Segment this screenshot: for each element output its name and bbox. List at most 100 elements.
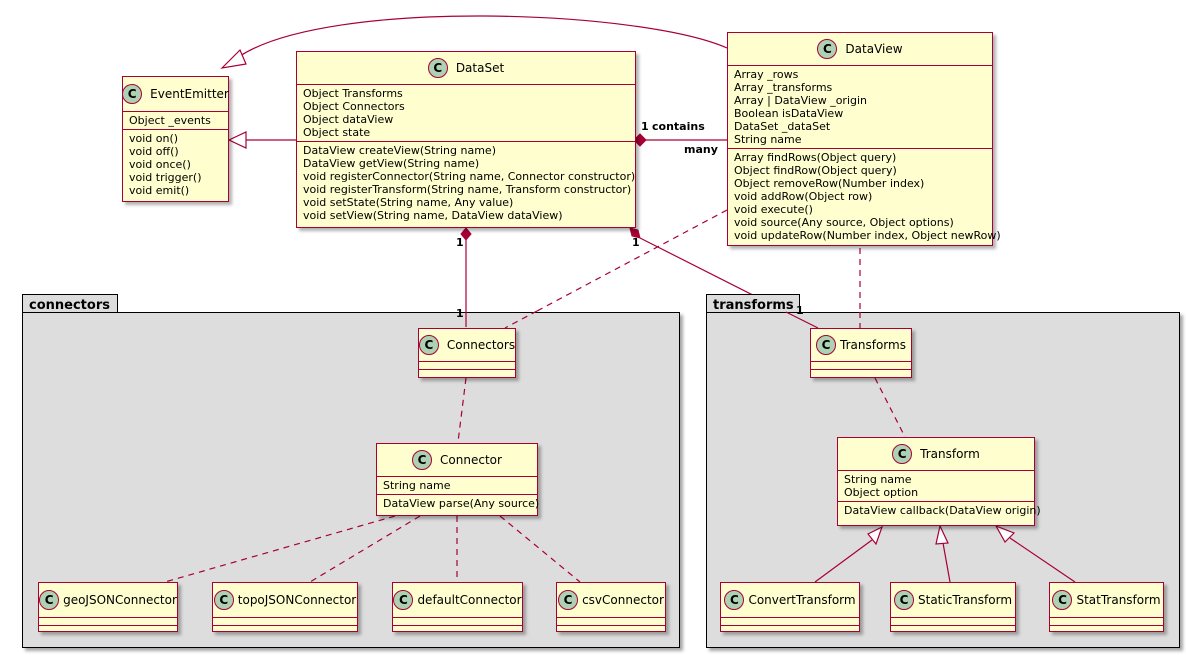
class-name: Transforms bbox=[840, 338, 906, 352]
method: void execute() bbox=[734, 203, 813, 216]
attribute: Boolean isDataView bbox=[734, 107, 844, 120]
method: DataView createView(String name) bbox=[303, 144, 496, 157]
class-defaultconnector[interactable]: C defaultConnector bbox=[392, 582, 523, 632]
class-methods bbox=[721, 625, 859, 631]
class-name: topoJSONConnector bbox=[237, 593, 357, 607]
class-topojsonconnector[interactable]: C topoJSONConnector bbox=[212, 582, 358, 632]
class-header: C Transforms bbox=[811, 329, 911, 361]
class-attributes bbox=[393, 617, 522, 625]
relation-multiplicity: 1 bbox=[632, 236, 640, 249]
dataview-connectors-dependency-edge bbox=[504, 209, 728, 329]
class-header: C Transform bbox=[838, 438, 1034, 470]
class-name: ConvertTransform bbox=[748, 593, 856, 607]
class-dataview[interactable]: C DataView Array _rows Array _transforms… bbox=[727, 32, 1001, 246]
method: void source(Any source, Object options) bbox=[734, 216, 954, 229]
attribute: String name bbox=[383, 479, 451, 492]
method: void updateRow(Number index, Object newR… bbox=[734, 229, 1001, 242]
attribute: Array | DataView _origin bbox=[734, 94, 868, 107]
class-methods: DataView createView(String name) DataVie… bbox=[297, 141, 635, 224]
class-methods bbox=[557, 625, 665, 631]
class-header: C topoJSONConnector bbox=[213, 583, 357, 617]
method: void off() bbox=[129, 145, 179, 158]
class-icon: C bbox=[892, 444, 913, 464]
class-transforms[interactable]: C Transforms bbox=[810, 328, 912, 378]
class-geojsonconnector[interactable]: C geoJSONConnector bbox=[38, 582, 178, 632]
class-dataset[interactable]: C DataSet Object Transforms Object Conne… bbox=[296, 51, 636, 228]
class-attributes: Array _rows Array _transforms Array | Da… bbox=[728, 65, 992, 148]
class-connector[interactable]: C Connector String name DataView parse(A… bbox=[376, 443, 540, 516]
class-name: StatTransform bbox=[1076, 593, 1161, 607]
method: Object findRow(Object query) bbox=[734, 164, 897, 177]
dataset-transforms-edge-inner bbox=[785, 311, 819, 329]
class-methods bbox=[891, 625, 1015, 631]
relation-multiplicity: many bbox=[684, 143, 718, 156]
attribute: String name bbox=[734, 133, 802, 146]
class-header: C geoJSONConnector bbox=[39, 583, 177, 617]
class-attributes: Object Transforms Object Connectors Obje… bbox=[297, 84, 635, 141]
class-methods bbox=[811, 369, 911, 377]
dataview-extends-eventemitter-edge bbox=[239, 15, 728, 57]
class-name: Connector bbox=[440, 453, 502, 467]
class-attributes bbox=[811, 361, 911, 369]
class-attributes bbox=[1050, 617, 1163, 625]
attribute: Object _events bbox=[129, 114, 211, 127]
class-icon: C bbox=[213, 590, 234, 610]
dataset-dataview-diamond bbox=[633, 133, 647, 147]
class-name: EventEmitter bbox=[150, 87, 229, 101]
attribute: Object Connectors bbox=[303, 100, 405, 113]
class-attributes bbox=[721, 617, 859, 625]
attribute: Array _transforms bbox=[734, 81, 833, 94]
method: void setView(String name, DataView dataV… bbox=[303, 209, 563, 222]
class-header: C DataView bbox=[728, 33, 992, 65]
dataset-connectors-diamond bbox=[460, 227, 472, 241]
method: void registerConnector(String name, Conn… bbox=[303, 170, 636, 183]
package-tab-connectors: connectors bbox=[22, 294, 118, 313]
dataview-connectors-edge-inner bbox=[504, 310, 538, 329]
class-name: DataSet bbox=[455, 61, 505, 75]
class-methods: void on() void off() void once() void tr… bbox=[123, 129, 228, 199]
class-name: defaultConnector bbox=[417, 593, 522, 607]
class-icon: C bbox=[724, 590, 745, 610]
class-stattransform[interactable]: C StatTransform bbox=[1049, 582, 1164, 632]
class-attributes bbox=[557, 617, 665, 625]
class-header: C Connectors bbox=[418, 329, 515, 361]
class-attributes: String name Object option bbox=[838, 470, 1034, 501]
class-header: C DataSet bbox=[297, 52, 635, 84]
method: void addRow(Object row) bbox=[734, 190, 873, 203]
class-attributes: String name bbox=[377, 476, 537, 494]
class-transform[interactable]: C Transform String name Object option Da… bbox=[837, 437, 1041, 526]
class-methods bbox=[213, 625, 357, 631]
class-icon: C bbox=[427, 58, 448, 78]
class-header: C Connector bbox=[377, 444, 537, 476]
class-header: C StatTransform bbox=[1050, 583, 1163, 617]
method: DataView parse(Any source) bbox=[383, 497, 540, 510]
connector-topojson-edge-inner bbox=[309, 515, 421, 583]
method: DataView getView(String name) bbox=[303, 157, 480, 170]
connectors-connector-edge-inner bbox=[457, 377, 467, 443]
relation-role-label: contains bbox=[652, 120, 705, 133]
class-csvconnector[interactable]: C csvConnector bbox=[556, 582, 666, 632]
class-icon: C bbox=[418, 335, 439, 355]
class-header: C ConvertTransform bbox=[721, 583, 859, 617]
attribute: Object Transforms bbox=[303, 87, 403, 100]
class-header: C EventEmitter bbox=[122, 77, 229, 111]
class-icon: C bbox=[894, 590, 914, 610]
method: void on() bbox=[129, 132, 179, 145]
class-icon: C bbox=[393, 590, 414, 610]
class-converttransform[interactable]: C ConvertTransform bbox=[720, 582, 860, 632]
method: Array findRows(Object query) bbox=[734, 151, 897, 164]
static-inherit-arrow-inner bbox=[935, 524, 949, 545]
eventemitter-inherit-arrow-side bbox=[227, 131, 247, 149]
class-connectors[interactable]: C Connectors bbox=[418, 328, 516, 378]
stat-inherit-arrow-inner bbox=[994, 524, 1016, 543]
class-statictransform[interactable]: C StaticTransform bbox=[890, 582, 1016, 632]
static-transform-edge-inner bbox=[942, 542, 951, 583]
attribute: Object state bbox=[303, 126, 371, 139]
class-eventemitter[interactable]: C EventEmitter Object _events void on() … bbox=[122, 76, 229, 202]
eventemitter-inherit-arrow-top bbox=[220, 48, 247, 69]
convert-inherit-arrow-inner bbox=[867, 525, 884, 546]
class-methods bbox=[39, 625, 177, 631]
method: DataView callback(DataView origin) bbox=[844, 504, 1041, 517]
method: void once() bbox=[129, 158, 191, 171]
